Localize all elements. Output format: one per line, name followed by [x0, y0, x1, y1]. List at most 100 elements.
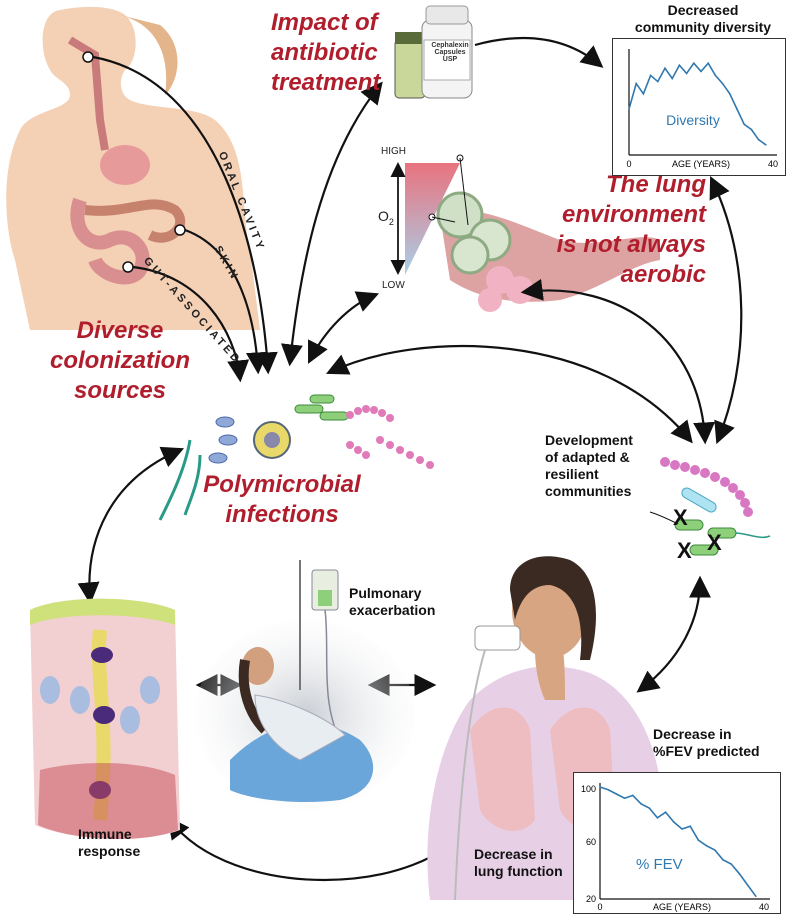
- development-line1: Development: [545, 432, 633, 448]
- diversity-data-point: [721, 82, 724, 85]
- fev-data-point: [705, 845, 708, 847]
- o2-low-label: LOW: [382, 280, 405, 291]
- body-figure: [6, 6, 260, 330]
- hospital-patient-image: [195, 560, 415, 810]
- poly-line2: infections: [225, 501, 339, 528]
- antibiotic-heading: Impact of antibiotic treatment: [271, 8, 380, 98]
- fev-data-point: [599, 786, 601, 788]
- diverse-line1: Diverse: [76, 317, 164, 344]
- diversity-title: Decreased community diversity: [618, 2, 788, 36]
- diversity-series-line: [628, 61, 767, 146]
- fev-data-point: [681, 828, 683, 830]
- fev-data-point: [689, 825, 691, 827]
- fev-series-line: [599, 786, 757, 897]
- bottle-label-name: Cephalexin: [431, 42, 469, 49]
- lung-env-line3: is not always: [556, 231, 706, 258]
- diverse-line3: sources: [73, 377, 167, 404]
- diversity-x-label: AGE (YEARS): [672, 159, 730, 169]
- o2-high-label: HIGH: [381, 146, 406, 157]
- pulmonary-exacerbation-label: Pulmonary exacerbation: [349, 585, 435, 619]
- diversity-x-tick-0: 0: [626, 159, 631, 169]
- lung-environment-heading: The lung environment is not always aerob…: [476, 170, 706, 290]
- fev-data-point: [615, 793, 618, 795]
- development-label: Development of adapted & resilient commu…: [545, 432, 633, 500]
- lung-env-line2: environment: [561, 201, 706, 228]
- fev-chart-box: % FEV 100 60 20 0 40 AGE (YEARS): [573, 772, 781, 914]
- diversity-data-point: [700, 70, 702, 73]
- o2-subscript: 2: [388, 216, 394, 227]
- fev-data-point: [714, 849, 716, 851]
- diversity-data-point: [750, 128, 753, 131]
- diversity-chart-box: Diversity 0 40 AGE (YEARS): [612, 38, 786, 176]
- polymicrobial-heading: Polymicrobial infections: [202, 470, 362, 530]
- fev-title-line1: Decrease in: [653, 726, 732, 742]
- x-mark-3: X: [707, 530, 722, 555]
- fev-x-tick-0: 0: [597, 902, 602, 912]
- resilient-community-image: [649, 457, 771, 556]
- antibiotic-line2: antibiotic: [271, 39, 378, 66]
- immune-tissue-image: [30, 598, 180, 840]
- diversity-data-point: [729, 93, 731, 95]
- diversity-chart: Diversity 0 40 AGE (YEARS): [626, 49, 778, 169]
- fev-data-point: [623, 797, 626, 799]
- diversity-data-point: [714, 74, 717, 77]
- immune-response-label: Immune response: [78, 826, 140, 860]
- diversity-data-point: [635, 82, 637, 85]
- antibiotic-line3: treatment: [271, 69, 381, 96]
- diversity-data-point: [649, 74, 652, 77]
- development-line4: communities: [545, 483, 632, 499]
- x-mark-1: X: [673, 505, 688, 530]
- fev-title: Decrease in %FEV predicted: [653, 726, 760, 760]
- antibiotic-line1: Impact of: [271, 9, 378, 36]
- diversity-data-point: [757, 138, 760, 141]
- lung-function-label: Decrease in lung function: [474, 846, 563, 880]
- diversity-data-point: [657, 80, 659, 83]
- fev-y-tick-20: 20: [586, 894, 596, 904]
- diverse-line2: colonization: [50, 347, 190, 374]
- diversity-data-point: [743, 123, 745, 126]
- development-line3: resilient: [545, 466, 599, 482]
- diversity-data-point: [678, 64, 681, 67]
- diversity-data-point: [765, 144, 767, 146]
- bottle-label-sub: Capsules USP: [434, 49, 466, 63]
- diversity-x-tick-40: 40: [768, 159, 778, 169]
- fev-data-point: [755, 895, 757, 897]
- diversity-data-point: [642, 93, 645, 95]
- pulmonary-line1: Pulmonary: [349, 585, 422, 601]
- development-line2: of adapted &: [545, 449, 630, 465]
- fev-data-point: [648, 807, 650, 809]
- diversity-title-line2: community diversity: [634, 19, 772, 35]
- bottle-label: Cephalexin Capsules USP: [428, 42, 472, 63]
- diverse-colonization-heading: Diverse colonization sources: [45, 316, 195, 406]
- x-mark-2: X: [677, 538, 692, 563]
- fev-data-point: [730, 863, 732, 865]
- fev-data-point: [673, 821, 675, 823]
- diversity-data-point: [693, 62, 695, 64]
- fev-data-point: [738, 873, 741, 875]
- fev-data-point: [746, 884, 749, 886]
- fev-y-tick-100: 100: [581, 784, 596, 794]
- fev-data-point: [640, 803, 642, 805]
- antibiotic-bottles-image: [394, 5, 473, 99]
- fev-data-point: [697, 839, 700, 841]
- fev-data-point: [656, 817, 659, 819]
- pulmonary-line2: exacerbation: [349, 602, 436, 618]
- fev-title-line2: %FEV predicted: [653, 743, 760, 759]
- diversity-data-point: [685, 72, 688, 75]
- diversity-title-line1: Decreased: [667, 2, 739, 18]
- diversity-data-point: [736, 108, 738, 110]
- o2-label: O2: [376, 208, 396, 227]
- fev-data-point: [722, 859, 724, 861]
- fev-x-label: AGE (YEARS): [653, 902, 711, 912]
- diversity-data-point: [671, 77, 673, 80]
- diversity-series-label: Diversity: [666, 112, 720, 128]
- diversity-data-point: [707, 62, 709, 64]
- fev-y-tick-60: 60: [586, 837, 596, 847]
- fev-data-point: [632, 794, 634, 797]
- immune-line1: Immune: [78, 826, 132, 842]
- lungfn-line1: Decrease in: [474, 846, 553, 862]
- immune-line2: response: [78, 843, 141, 859]
- poly-line1: Polymicrobial: [203, 471, 361, 498]
- fev-data-point: [664, 811, 667, 813]
- source-arrows: [92, 55, 278, 383]
